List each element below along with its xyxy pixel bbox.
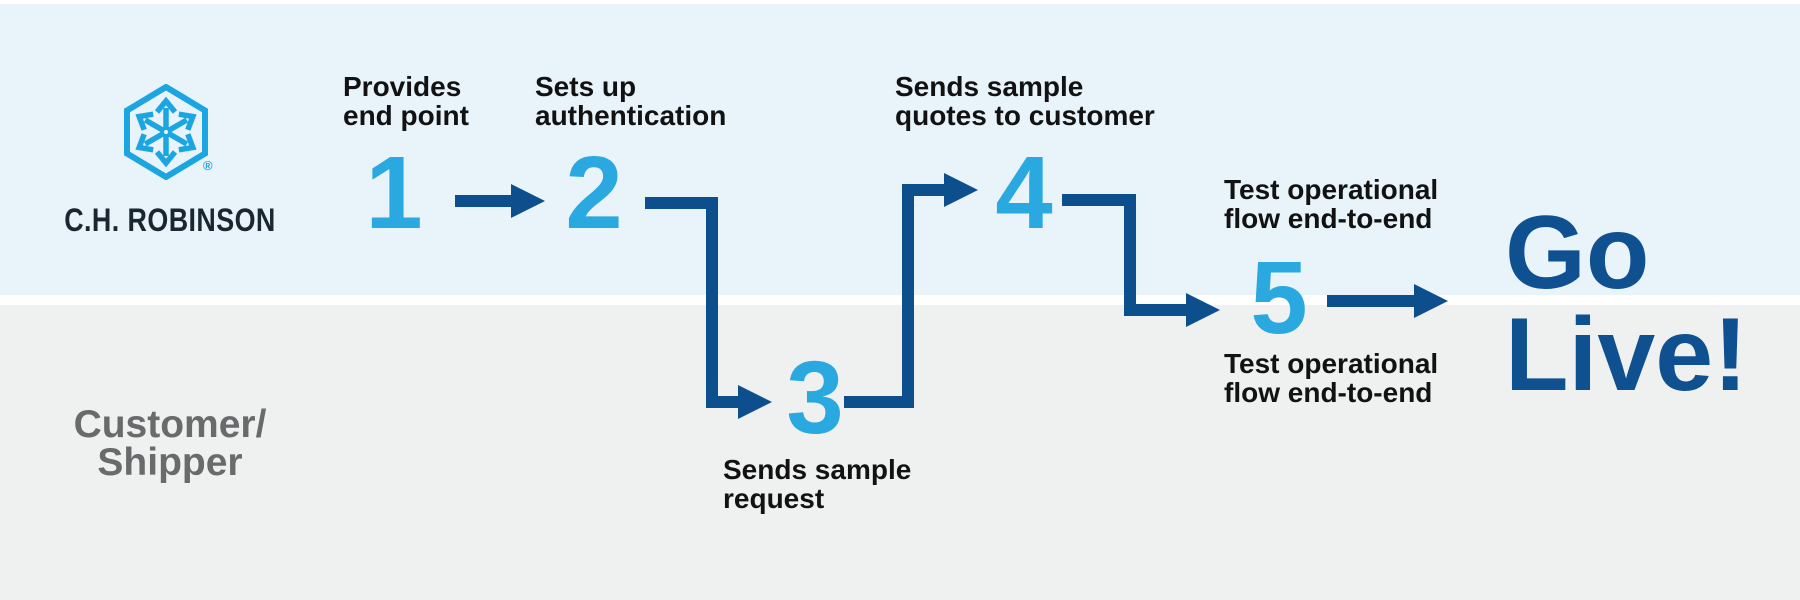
ch-robinson-logo-icon: [124, 84, 208, 180]
go-live-line1: Go: [1505, 195, 1650, 311]
registered-trademark: ®: [203, 158, 213, 173]
step-2-label-line1: Sets up: [535, 71, 637, 102]
step-2-label: Sets up authentication: [535, 72, 726, 130]
step-3-label-line2: request: [723, 483, 825, 514]
step-2-label-line2: authentication: [535, 100, 727, 131]
step-5-label-top-line2: flow end-to-end: [1224, 203, 1433, 234]
step-3-number: 3: [786, 340, 844, 455]
step-2-number: 2: [565, 135, 623, 250]
step-3-label-line1: Sends sample: [723, 454, 912, 485]
step-5-label-bottom: Test operational flow end-to-end: [1224, 349, 1438, 407]
step-4-label-line2: quotes to customer: [895, 100, 1155, 131]
customer-shipper-line2: Shipper: [97, 441, 243, 484]
customer-shipper-line1: Customer/: [73, 403, 267, 446]
customer-shipper-label: Customer/ Shipper: [30, 403, 310, 484]
step-4-label-line1: Sends sample: [895, 71, 1084, 102]
step-5-label-bottom-line2: flow end-to-end: [1224, 377, 1433, 408]
step-4-number: 4: [995, 135, 1053, 250]
step-5-number: 5: [1250, 240, 1308, 355]
step-4-label: Sends sample quotes to customer: [895, 72, 1155, 130]
step-5-label-top: Test operational flow end-to-end: [1224, 175, 1438, 233]
go-live-line2: Live!: [1505, 297, 1748, 413]
step-3-label: Sends sample request: [723, 455, 911, 513]
step-5-label-top-line1: Test operational: [1224, 174, 1439, 205]
step-1-number: 1: [365, 135, 423, 250]
go-live-text: Go Live!: [1505, 195, 1748, 413]
step-5-label-bottom-line1: Test operational: [1224, 348, 1439, 379]
step-1-label-line2: end point: [343, 100, 469, 131]
step-1-label: Provides end point: [343, 72, 469, 130]
brand-wordmark: C.H. ROBINSON: [64, 202, 276, 238]
step-1-label-line1: Provides: [343, 71, 462, 102]
